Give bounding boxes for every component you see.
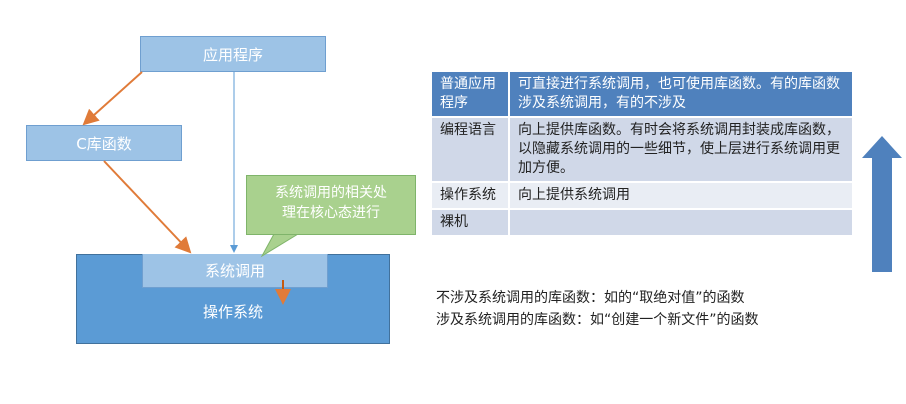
note-line-1: 不涉及系统调用的库函数：如的“取绝对值”的函数 — [436, 290, 745, 306]
table-cell-name: 操作系统 — [432, 182, 510, 210]
table-row: 普通应用程序 可直接进行系统调用，也可使用库函数。有的库函数涉及系统调用，有的不… — [432, 72, 852, 118]
callout-line-1: 系统调用的相关处 — [275, 185, 387, 201]
table-row: 编程语言 向上提供库函数。有时会将系统调用封装成库函数，以隐藏系统调用的一些细节… — [432, 117, 852, 183]
syscall-box: 系统调用 — [142, 254, 328, 288]
clib-box: C库函数 — [26, 125, 182, 161]
table-cell-desc — [509, 209, 852, 237]
arrow-app-to-clib — [82, 71, 143, 126]
callout-line-2: 理在核心态进行 — [282, 205, 380, 221]
note-line-2: 涉及系统调用的库函数：如“创建一个新文件”的函数 — [436, 312, 759, 328]
up-arrow-icon — [862, 136, 902, 272]
table-row: 操作系统 向上提供系统调用 — [432, 182, 852, 210]
table-cell-desc: 向上提供库函数。有时会将系统调用封装成库函数，以隐藏系统调用的一些细节，使上层进… — [509, 117, 852, 183]
callout-box — [246, 175, 416, 235]
table-cell-desc: 向上提供系统调用 — [509, 182, 852, 210]
callout-tail — [260, 233, 300, 258]
table-row: 裸机 — [432, 209, 852, 237]
table-cell-name: 裸机 — [432, 209, 510, 237]
table-cell-desc: 可直接进行系统调用，也可使用库函数。有的库函数涉及系统调用，有的不涉及 — [509, 72, 852, 118]
app-box: 应用程序 — [140, 36, 326, 72]
table-cell-name: 普通应用程序 — [432, 72, 510, 118]
table-cell-name: 编程语言 — [432, 117, 510, 183]
arrow-clib-to-syscall — [103, 160, 192, 254]
layer-table: 普通应用程序 可直接进行系统调用，也可使用库函数。有的库函数涉及系统调用，有的不… — [432, 72, 852, 237]
os-label: 操作系统 — [202, 302, 263, 321]
callout-text: 系统调用的相关处 理在核心态进行 — [246, 175, 416, 235]
